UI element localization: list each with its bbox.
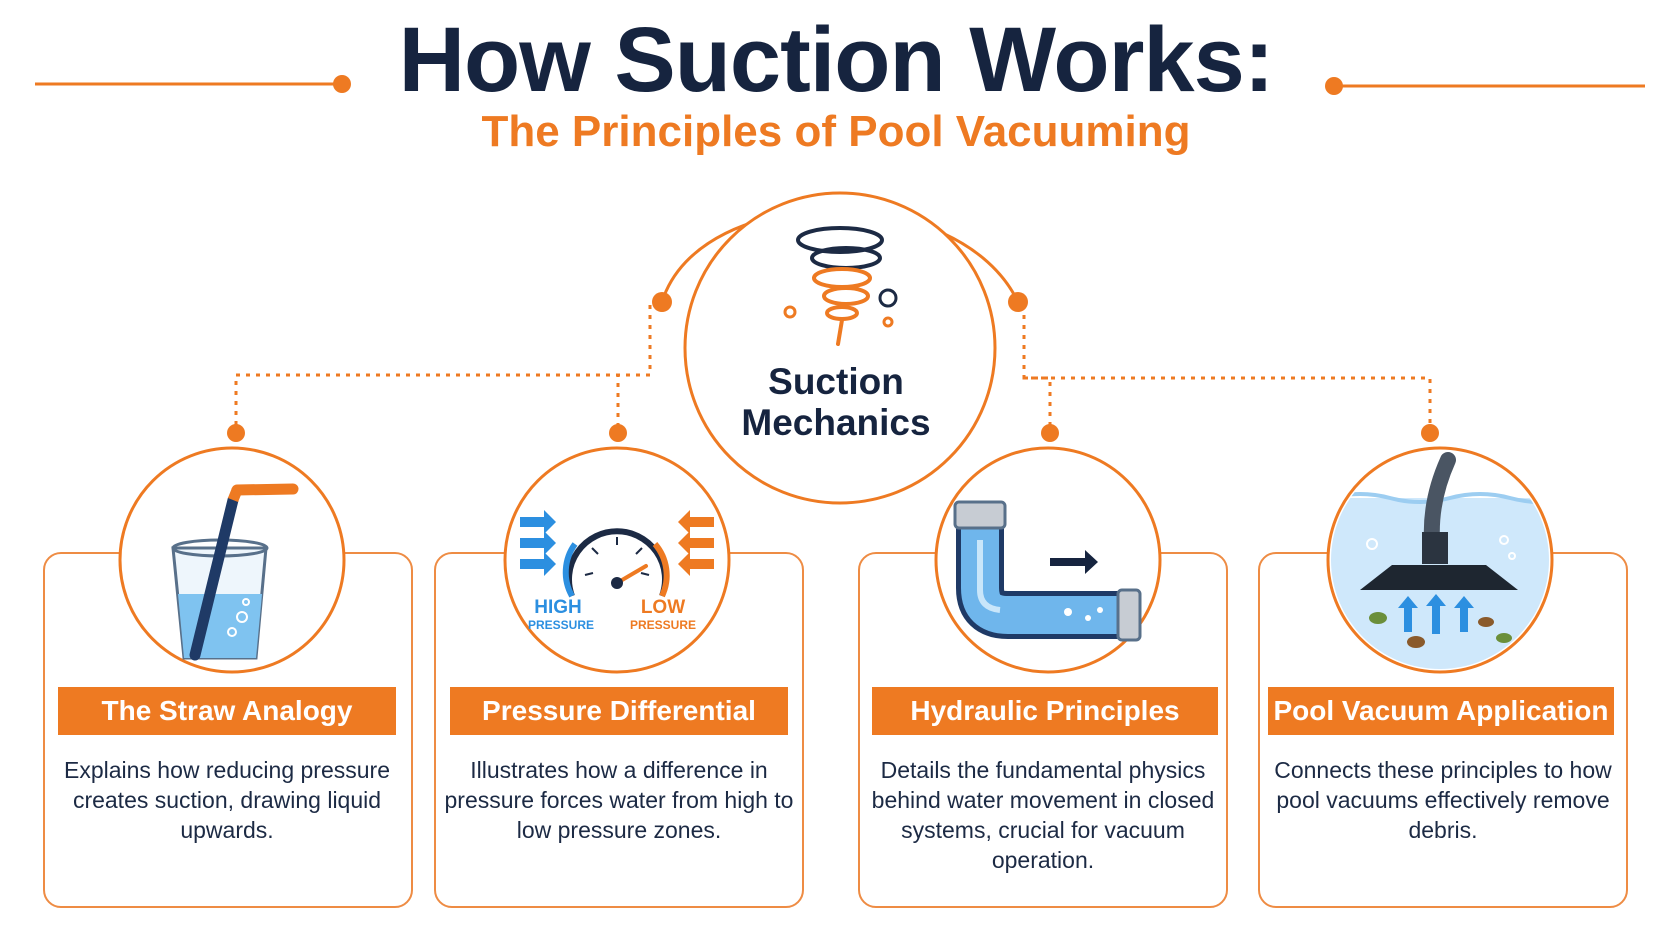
center-label-line1: Suction (768, 361, 904, 402)
water-pipe-icon (953, 500, 1142, 642)
center-node-label: Suction Mechanics (686, 361, 986, 443)
low-pressure-big: LOW (640, 597, 686, 618)
page-subtitle: The Principles of Pool Vacuuming (481, 107, 1191, 156)
straw-in-glass-icon (171, 483, 299, 661)
card-desc-straw-analogy: Explains how reducing pressure creates s… (63, 757, 390, 843)
card-title-pool-vacuum-application: Pool Vacuum Application (1268, 687, 1614, 735)
high-pressure-label: HIGH PRESSURE (528, 597, 595, 632)
center-label-line2: Mechanics (741, 401, 931, 443)
card-title-pressure-differential: Pressure Differential (450, 687, 788, 735)
low-pressure-small: PRESSURE (629, 618, 697, 632)
card-desc-pressure-differential: Illustrates how a difference in pressure… (444, 757, 794, 843)
pressure-gauge-icon (520, 510, 714, 598)
card-title-straw-analogy: The Straw Analogy (58, 687, 396, 735)
pool-vacuum-head-icon (1331, 452, 1549, 669)
card-desc-hydraulic-principles: Details the fundamental physics behind w… (871, 757, 1215, 873)
high-pressure-small: PRESSURE (528, 618, 595, 632)
low-pressure-label: LOW PRESSURE (628, 598, 698, 631)
card-title-hydraulic-principles: Hydraulic Principles (872, 687, 1218, 735)
page-title: How Suction Works: (398, 9, 1275, 111)
header-decoration (35, 75, 1645, 95)
connector-dots (227, 292, 1439, 442)
tornado-icon (783, 226, 898, 346)
high-pressure-big: HIGH (534, 597, 582, 618)
center-node-circle (683, 191, 997, 505)
card-desc-pool-vacuum-application: Connects these principles to how pool va… (1274, 757, 1612, 843)
